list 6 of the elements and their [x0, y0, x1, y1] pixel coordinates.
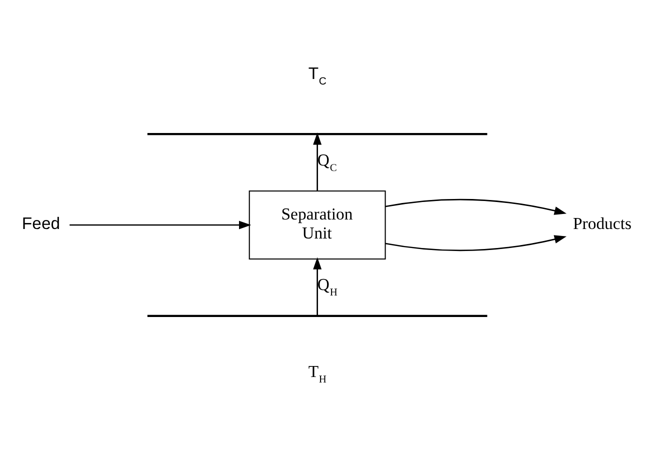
node-label: T$_{C}$ [308, 63, 326, 87]
edge-label: Q$_{H}$ [317, 274, 338, 298]
node-label: T$_{H}$ [308, 361, 326, 385]
node-text: Feed [22, 213, 60, 232]
edge-label: Q$_{C}$ [317, 150, 337, 174]
node-text: Products [572, 213, 632, 232]
